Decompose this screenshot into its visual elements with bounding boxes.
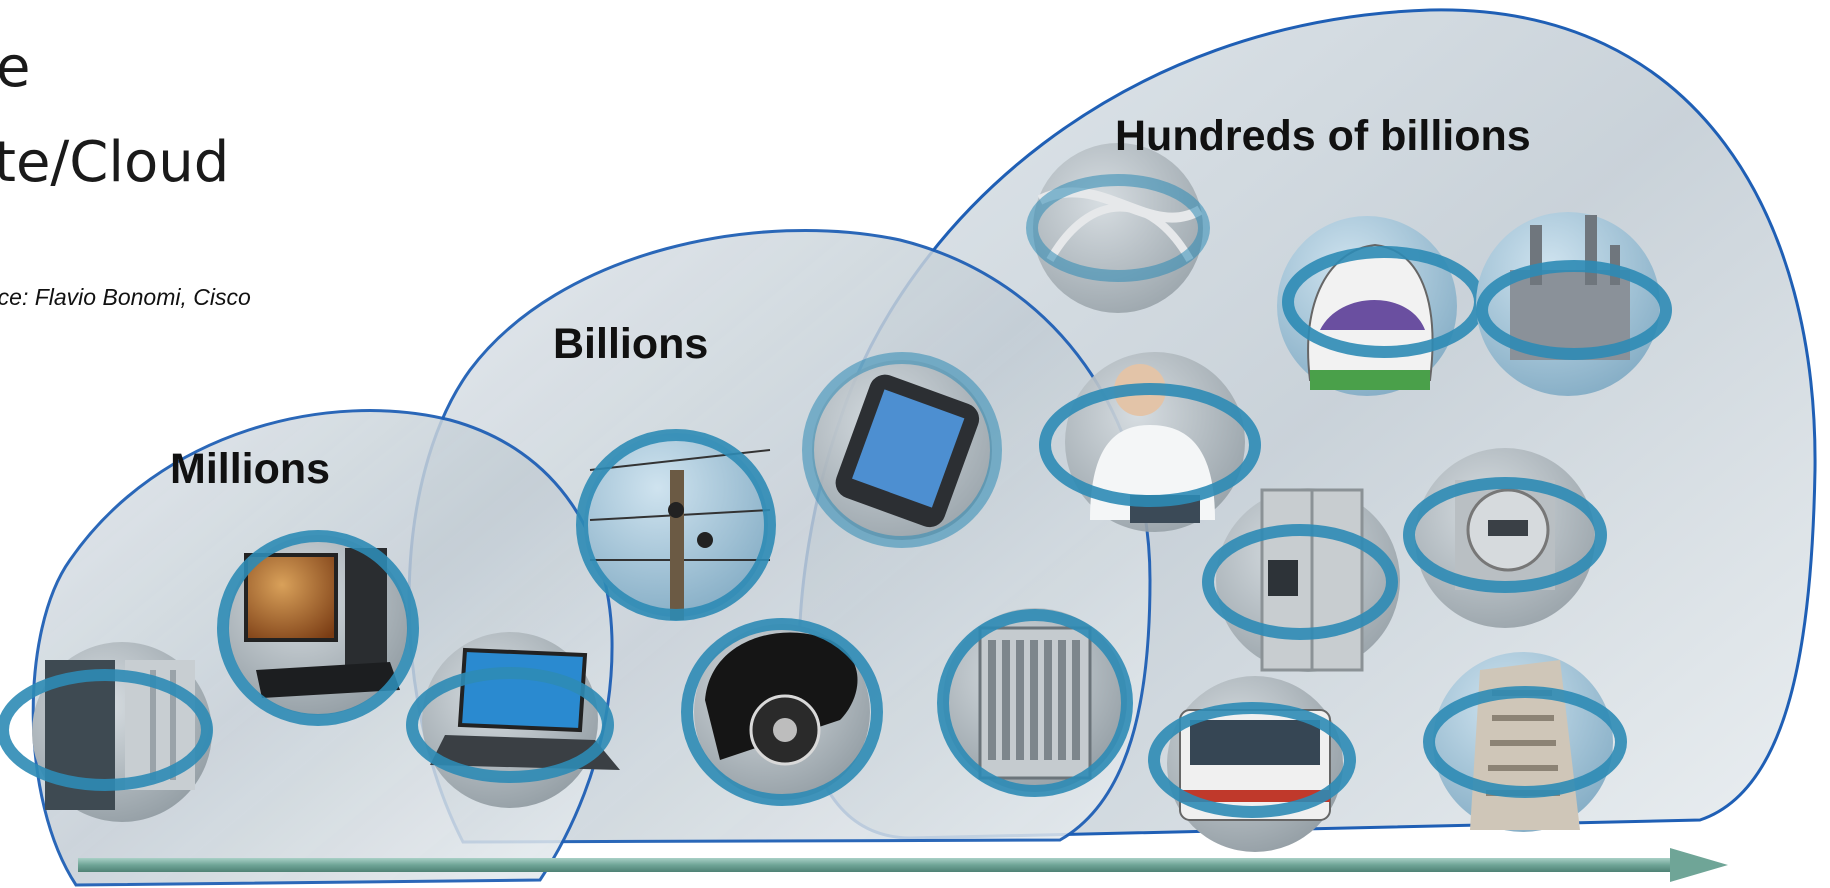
router-chassis-icon: [937, 608, 1133, 797]
desktop-computer-icon: [217, 530, 419, 726]
road-interchange-icon: [1026, 143, 1210, 313]
refrigerator-icon: [1202, 488, 1400, 672]
factory-icon: [1476, 212, 1672, 396]
slide-title-line2: te/Cloud: [0, 130, 230, 195]
doctor-icon: [1039, 352, 1261, 532]
tier-label-hundreds-of-billions: Hundreds of billions: [1115, 112, 1531, 160]
timeline-arrow: [78, 848, 1728, 882]
smartphone-icon: [802, 352, 1002, 548]
power-meter-icon: [1403, 448, 1607, 628]
telephone-icon: [681, 618, 883, 806]
tier-label-millions: Millions: [170, 445, 331, 493]
slide-title-line1: e: [0, 35, 31, 100]
utility-pole-icon: [576, 429, 776, 621]
laptop-icon: [406, 632, 620, 808]
building-icon: [1423, 652, 1627, 832]
tier-label-billions: Billions: [553, 320, 709, 368]
bus-icon: [1148, 676, 1356, 852]
train-icon: [1277, 216, 1486, 396]
source-attribution: rce: Flavio Bonomi, Cisco: [0, 284, 251, 310]
server-room-icon: [0, 642, 213, 822]
